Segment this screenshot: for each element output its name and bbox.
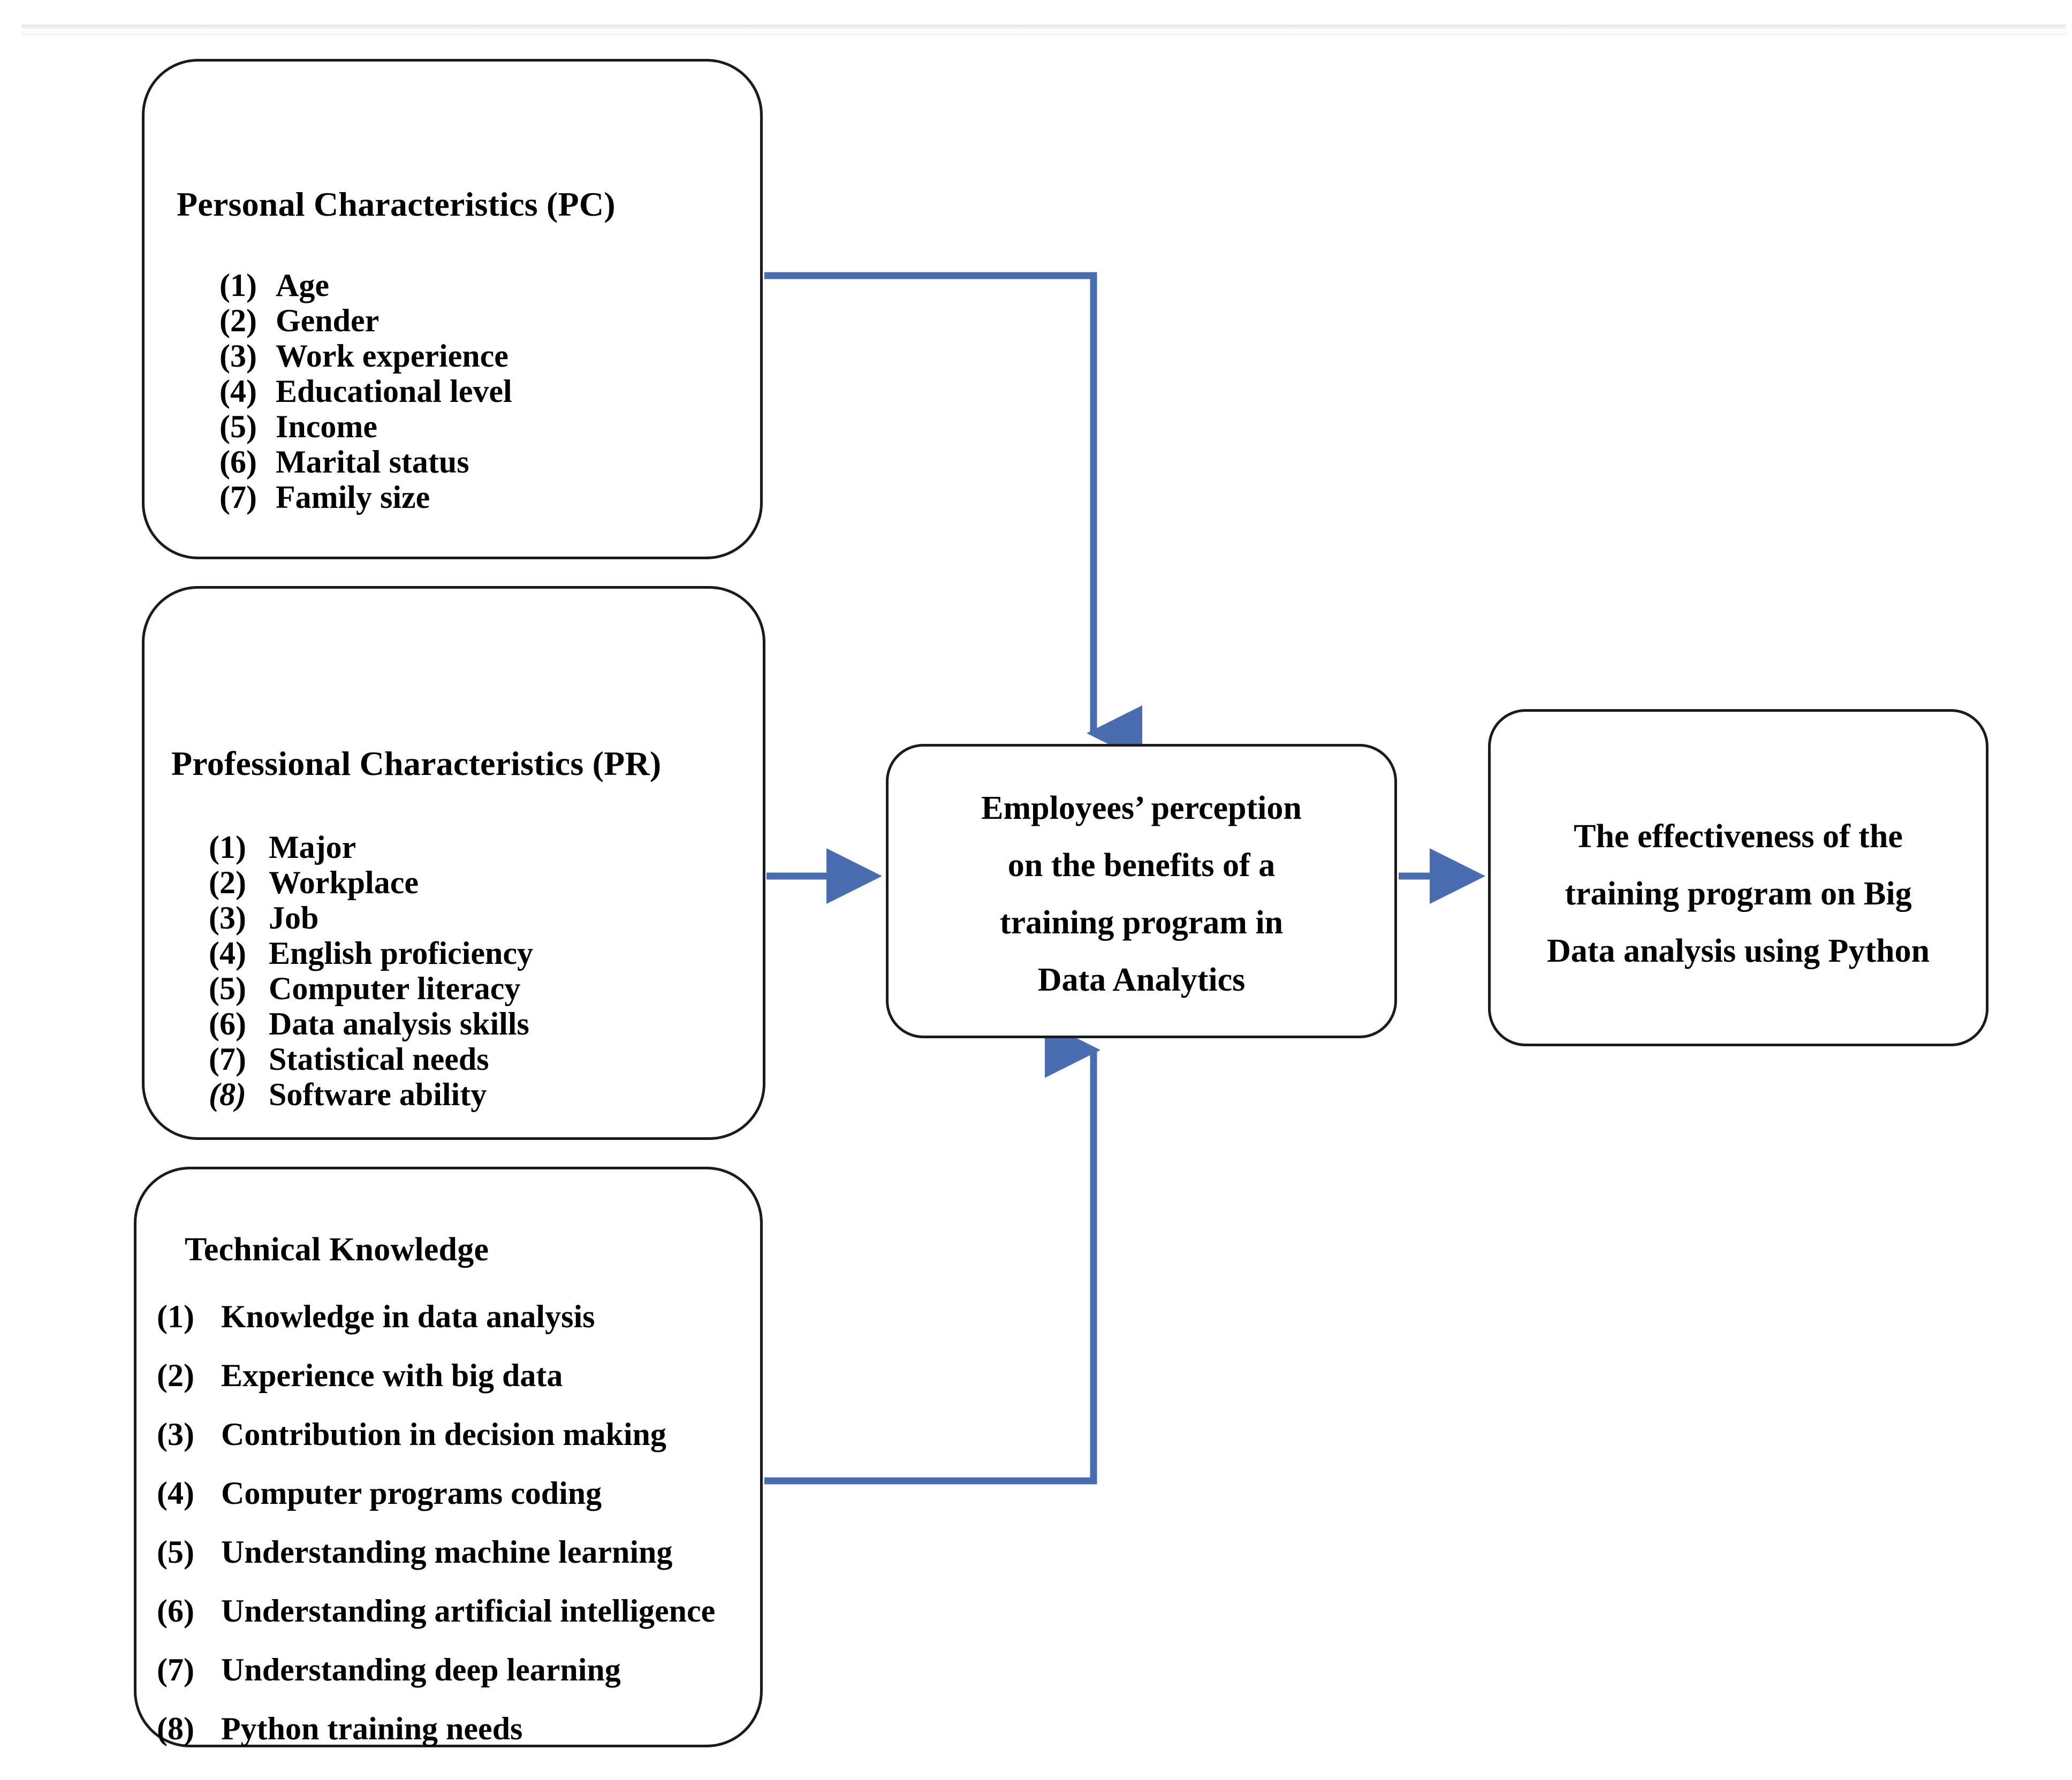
technical-knowledge-list: (1) Knowledge in data analysis (2) Experien…: [157, 1287, 715, 1758]
list-item: (4) Educational level: [219, 374, 512, 409]
list-item-number: (7): [209, 1041, 246, 1077]
list-item-number: (3): [219, 338, 257, 374]
list-item: (5) Computer literacy: [209, 971, 533, 1006]
list-item-label: Software ability: [269, 1077, 487, 1112]
list-item-label: Income: [276, 409, 377, 444]
mediator-text-line: on the benefits of a: [1007, 847, 1276, 884]
list-item: (1) Major: [209, 830, 533, 865]
list-item: (2) Gender: [219, 303, 512, 338]
list-item: (2) Experience with big data: [157, 1346, 715, 1405]
list-item: (8) Python training needs: [157, 1699, 715, 1758]
mediator-text-line: training program in: [999, 904, 1284, 941]
list-item-number: (3): [209, 900, 246, 935]
list-item-label: Statistical needs: [269, 1041, 489, 1077]
list-item-label: Understanding artificial intelligence: [221, 1593, 716, 1629]
outcome-text-line: Data analysis using Python: [1547, 933, 1930, 969]
list-item: (2) Workplace: [209, 865, 533, 900]
list-item: (6) Marital status: [219, 444, 512, 480]
list-item-number: (4): [219, 374, 257, 409]
list-item: (4) Computer programs coding: [157, 1464, 715, 1523]
connector-tk-to-mediator: [764, 1022, 1100, 1485]
list-item-number: (2): [209, 865, 246, 900]
list-item-label: Family size: [276, 480, 430, 515]
list-item-number: (2): [219, 303, 257, 338]
page-top-rule: [21, 25, 2066, 29]
professional-characteristics-list: (1) Major (2) Workplace (3) Job (4) English pro…: [209, 830, 533, 1112]
list-item-number: (7): [219, 480, 257, 515]
list-item-label: Knowledge in data analysis: [221, 1299, 595, 1334]
list-item-label: Workplace: [269, 865, 419, 900]
list-item-number: (7): [157, 1652, 194, 1687]
technical-knowledge-box[interactable]: Technical Knowledge (1) Knowledge in data…: [134, 1167, 763, 1747]
list-item: (3) Contribution in decision making: [157, 1405, 715, 1464]
list-item: (6) Data analysis skills: [209, 1006, 533, 1041]
personal-characteristics-box[interactable]: Personal Characteristics (PC) (1) Age (2) G…: [142, 59, 763, 559]
list-item-number: (8): [209, 1077, 246, 1112]
outcome-text-line: The effectiveness of the: [1574, 818, 1903, 855]
list-item: (3) Job: [209, 900, 533, 935]
personal-characteristics-title: Personal Characteristics (PC): [177, 185, 616, 223]
mediator-text: Employees’ perception on the benefits of …: [889, 780, 1394, 1009]
outcome-text: The effectiveness of the training program…: [1491, 808, 1986, 980]
list-item-label: Educational level: [276, 374, 512, 409]
page-top-rule-secondary: [21, 33, 2066, 35]
list-item: (1) Knowledge in data analysis: [157, 1287, 715, 1346]
list-item-label: Major: [269, 830, 356, 865]
list-item-label: Gender: [276, 303, 380, 338]
list-item-label: Data analysis skills: [269, 1006, 529, 1041]
list-item: (1) Age: [219, 268, 512, 303]
list-item-number: (6): [219, 444, 257, 480]
list-item: (7) Family size: [219, 480, 512, 515]
mediator-box[interactable]: Employees’ perception on the benefits of …: [886, 744, 1397, 1038]
list-item-number: (1): [157, 1299, 194, 1334]
list-item: (5) Understanding machine learning: [157, 1523, 715, 1581]
technical-knowledge-title: Technical Knowledge: [185, 1231, 489, 1268]
list-item: (7) Understanding deep learning: [157, 1640, 715, 1699]
list-item-label: Python training needs: [221, 1711, 523, 1746]
professional-characteristics-title: Professional Characteristics (PR): [171, 744, 662, 782]
list-item-number: (5): [219, 409, 257, 444]
list-item-number: (6): [157, 1593, 194, 1629]
list-item-label: Marital status: [276, 444, 469, 480]
list-item-label: Understanding machine learning: [221, 1534, 673, 1570]
list-item-label: Computer programs coding: [221, 1475, 602, 1511]
list-item-number: (3): [157, 1417, 194, 1452]
list-item-label: Job: [269, 900, 319, 935]
list-item-number: (1): [219, 268, 257, 303]
list-item-label: Experience with big data: [221, 1358, 563, 1393]
list-item: (5) Income: [219, 409, 512, 444]
mediator-text-line: Employees’ perception: [981, 790, 1302, 826]
list-item-number: (4): [209, 935, 246, 971]
list-item-number: (1): [209, 830, 246, 865]
personal-characteristics-list: (1) Age (2) Gender (3) Work experience (4) Educ…: [219, 268, 512, 515]
list-item-label: Age: [276, 268, 329, 303]
list-item-number: (4): [157, 1475, 194, 1511]
professional-characteristics-box[interactable]: Professional Characteristics (PR) (1) Maj…: [142, 586, 765, 1140]
list-item: (7) Statistical needs: [209, 1041, 533, 1077]
list-item-label: English proficiency: [269, 935, 533, 971]
connector-pc-to-mediator: [764, 272, 1142, 761]
list-item: (8) Software ability: [209, 1077, 533, 1112]
outcome-text-line: training program on Big: [1565, 876, 1912, 912]
list-item-number: (5): [209, 971, 246, 1006]
list-item-label: Work experience: [276, 338, 508, 374]
list-item: (3) Work experience: [219, 338, 512, 374]
list-item: (6) Understanding artificial intelligence: [157, 1581, 715, 1640]
list-item-number: (8): [157, 1711, 194, 1746]
list-item-number: (2): [157, 1358, 194, 1393]
list-item-label: Computer literacy: [269, 971, 521, 1006]
outcome-box[interactable]: The effectiveness of the training program…: [1488, 709, 1988, 1046]
list-item-number: (5): [157, 1534, 194, 1570]
list-item-label: Understanding deep learning: [221, 1652, 621, 1687]
list-item: (4) English proficiency: [209, 935, 533, 971]
list-item-number: (6): [209, 1006, 246, 1041]
list-item-label: Contribution in decision making: [221, 1417, 666, 1452]
mediator-text-line: Data Analytics: [1037, 962, 1246, 998]
